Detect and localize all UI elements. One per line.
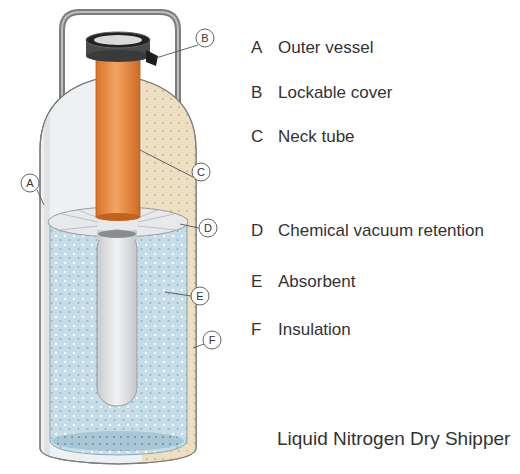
cover-inner [94, 35, 142, 45]
callout-circle [191, 287, 209, 305]
callout-circle [199, 219, 217, 237]
leader-line [37, 190, 44, 205]
canister-opening [98, 230, 136, 238]
canister-top [97, 230, 137, 240]
leader-line [156, 45, 198, 58]
key-letter: C [251, 127, 263, 147]
neck-tube-bottom [96, 213, 140, 221]
callout-letter: E [191, 289, 209, 303]
callout-circle [203, 331, 221, 349]
callout-letter: D [199, 221, 217, 235]
part-name: Absorbent [278, 272, 356, 292]
part-name: Neck tube [278, 127, 355, 147]
part-name: Chemical vacuum retention [278, 221, 484, 241]
key-letter: A [251, 38, 262, 58]
absorbent [50, 222, 187, 455]
cover-collar-bottom [86, 50, 150, 62]
disk-lines [60, 210, 176, 230]
leader-line [140, 150, 193, 177]
key-letter: D [251, 221, 263, 241]
key-letter: E [251, 272, 262, 292]
leader-line [165, 292, 191, 296]
cover-top [86, 32, 150, 48]
callout-circle [192, 163, 210, 181]
leader-line [180, 224, 199, 228]
caption: Liquid Nitrogen Dry Shipper [277, 428, 510, 450]
leader-line [193, 344, 204, 348]
callout-letter: F [203, 333, 221, 347]
canister [97, 230, 137, 406]
key-letter: B [251, 83, 262, 103]
callout-letter: C [192, 165, 210, 179]
absorbent-bottom [52, 431, 184, 451]
callout-circle [196, 29, 214, 47]
part-name: Insulation [278, 320, 351, 340]
part-name: Lockable cover [278, 83, 392, 103]
part-name: Outer vessel [278, 38, 373, 58]
callout-letter: A [21, 176, 39, 190]
neck-tube [96, 55, 140, 217]
callout-circle [21, 174, 39, 192]
key-letter: F [251, 320, 261, 340]
callout-letter: B [196, 31, 214, 45]
